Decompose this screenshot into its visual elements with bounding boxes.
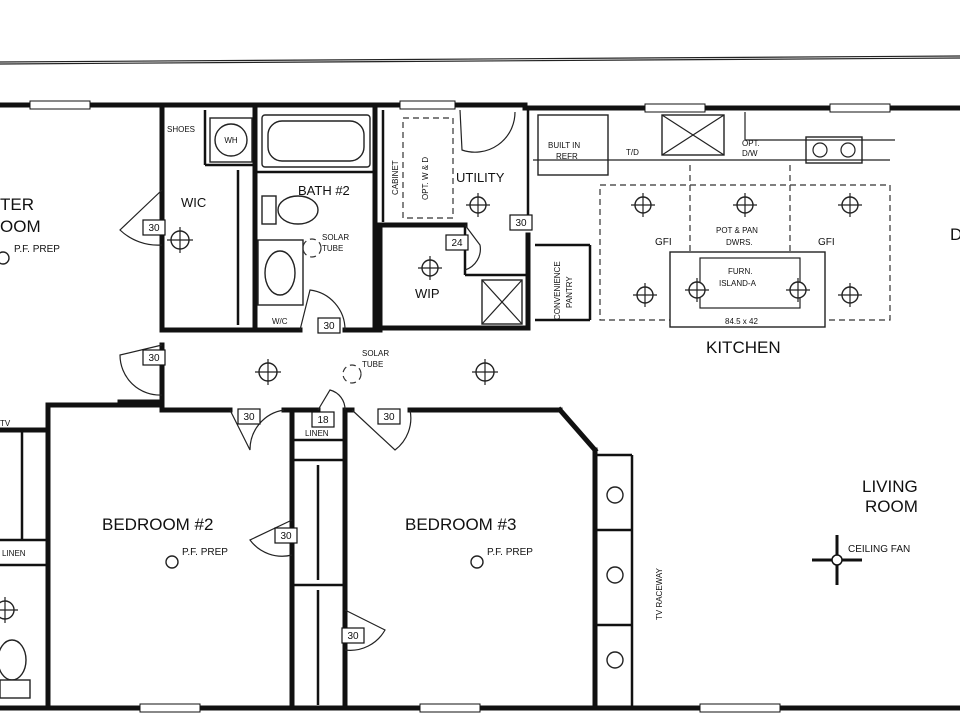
kitchen-label: KITCHEN (706, 338, 781, 357)
linen-mid-label: LINEN (305, 429, 329, 438)
opt-dw-label: OPT.D/W (742, 139, 760, 158)
door-swings (119, 109, 516, 651)
light-icon (838, 283, 862, 307)
roof-outline (0, 55, 960, 65)
light-icon (685, 278, 709, 302)
wh-label: WH (224, 136, 238, 145)
solar-tube-icon (342, 364, 362, 384)
wic-label: WIC (181, 195, 206, 210)
light-icon (838, 193, 862, 217)
utility-label: UTILITY (456, 170, 505, 185)
door-tag-wip: 24 (451, 238, 463, 249)
linen-left-label: LINEN (2, 549, 26, 558)
light-icon (472, 359, 498, 385)
td-label: T/D (626, 148, 639, 157)
fan-prep-icon (165, 555, 179, 569)
interior-walls (0, 107, 634, 711)
ceiling-fan-label: CEILING FAN (848, 544, 910, 555)
door-tag-bed2-closet: 30 (280, 531, 292, 542)
light-fixtures (0, 193, 862, 623)
door-tag-hall-left: 30 (148, 353, 160, 364)
wic-small-label: W/C (272, 317, 288, 326)
gfi-right-label: GFI (818, 237, 835, 248)
light-icon (255, 359, 281, 385)
windows (29, 100, 891, 713)
opt-wd-label: OPT. W & D (421, 157, 430, 200)
door-tag-bed2: 30 (243, 412, 255, 423)
bedroom2-prep-label: P.F. PREP (182, 547, 228, 558)
fixtures (0, 112, 895, 699)
door-tag-bed3: 30 (383, 412, 395, 423)
island-size-label: 84.5 x 42 (725, 317, 758, 326)
solar-tube-icon (302, 238, 322, 258)
light-icon (167, 227, 193, 253)
door-tag-utility: 30 (515, 218, 527, 229)
shoes-label: SHOES (167, 125, 195, 134)
master-prep-label: P.F. PREP (14, 244, 60, 255)
bedroom2-label: BEDROOM #2 (102, 515, 213, 534)
light-icon (418, 256, 442, 280)
door-tags: 30 30 30 24 30 30 18 30 30 30 (142, 214, 533, 644)
door-tag-bath: 30 (323, 321, 335, 332)
door-tag-wic: 30 (148, 223, 160, 234)
tv-raceway-label: TV RACEWAY (655, 567, 664, 620)
gfi-left-label: GFI (655, 237, 672, 248)
door-tag-bed3-closet: 30 (347, 631, 359, 642)
light-icon (466, 193, 490, 217)
door-tag-linen: 18 (317, 415, 329, 426)
ceiling-fan-icon (812, 535, 862, 585)
d-right-label: D (950, 225, 960, 244)
light-icon (786, 278, 810, 302)
cabinet-label: CABINET (391, 160, 400, 195)
bath2-label: BATH #2 (298, 183, 350, 198)
fan-prep-icon (0, 251, 10, 265)
bedroom3-prep-label: P.F. PREP (487, 547, 533, 558)
light-icon (631, 193, 655, 217)
fan-prep-icon (470, 555, 484, 569)
wip-label: WIP (415, 286, 440, 301)
light-icon (733, 193, 757, 217)
tv-left-label: TV (0, 419, 11, 428)
bedroom3-label: BEDROOM #3 (405, 515, 516, 534)
light-icon (633, 283, 657, 307)
island-label: FURN.ISLAND-A (719, 267, 757, 288)
light-icon (0, 597, 18, 623)
